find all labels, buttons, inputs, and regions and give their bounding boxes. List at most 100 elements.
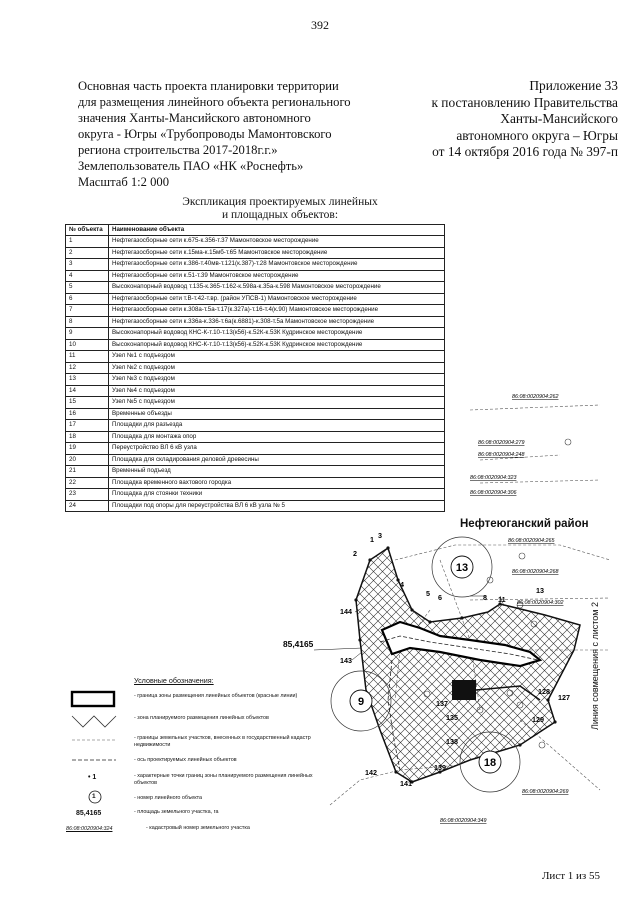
cadastral-number: 86:08:0020904:279 (478, 440, 524, 446)
cadastral-number: 86:08:0020904:262 (512, 394, 558, 400)
legend-text: - зона планируемого размещения линейных … (134, 715, 269, 721)
point-label: 8 (483, 593, 487, 602)
legend-row-points: • 1 - характерные точки границ зоны план… (70, 770, 330, 790)
sheet-label: Лист 1 из 55 (541, 870, 600, 882)
legend-row-cadastral: 86:08:0020904:324 - кадастровый номер зе… (66, 822, 330, 842)
title-block: Основная часть проекта планировки террит… (78, 78, 378, 190)
legend-text: - граница зоны размещения линейных объек… (134, 693, 298, 699)
legend-symbols (70, 690, 117, 804)
caption-line: и площадных объектов: (221, 209, 339, 221)
object-name-cell: Площадки под опоры для переустройства ВЛ… (108, 499, 445, 512)
point-label: 143 (340, 656, 352, 665)
object-label-18: 18 (484, 757, 496, 769)
title-line: Землепользователь ПАО «НК «Роснефть» (78, 159, 304, 173)
legend-circle-symbol: 1 (92, 793, 96, 800)
cadastral-number: 86:08:0020904:269 (522, 789, 568, 795)
page-number: 392 (311, 18, 329, 32)
appendix-line: автономного округа – Югры (456, 127, 618, 143)
object-label-9: 9 (358, 696, 364, 708)
object-name-cell: Нефтегазосборные сети к.675-к.356-т.37 М… (108, 235, 445, 248)
legend-title: Условные обозначения: (134, 676, 214, 685)
title-line: округа - Югры «Трубопроводы Мамонтовског… (78, 127, 332, 141)
point-label: 5 (426, 589, 430, 598)
point-label: 135 (446, 713, 458, 722)
sheet-join-label: Линия совмещения с листом 2 (590, 602, 600, 730)
object-number-circles (349, 555, 502, 774)
legend-text: - площадь земельного участка, га (134, 809, 219, 815)
caption-line: Экспликация проектируемых линейных (182, 196, 378, 208)
point-label: 128 (538, 687, 550, 696)
scale-line: Масштаб 1:2 000 (78, 175, 170, 189)
point-label: 137 (436, 699, 448, 708)
title-line: региона строительства 2017-2018г.г.» (78, 143, 278, 157)
title-line: значения Ханты-Мансийского автономного (78, 111, 311, 125)
appendix-line: к постановлению Правительства (431, 94, 618, 110)
pipeline-corridor (380, 620, 543, 668)
object-label-13: 13 (456, 562, 468, 574)
appendix-line: Приложение 33 (529, 78, 618, 93)
title-line: Основная часть проекта планировки террит… (78, 79, 339, 93)
cadastral-number: 86:08:0020904:349 (440, 818, 486, 824)
point-label: 129 (532, 715, 544, 724)
point-label: 1 (370, 535, 374, 544)
point-label: 139 (434, 763, 446, 772)
legend-row-area: 85,4165 - площадь земельного участка, га (70, 806, 330, 826)
area-label: 85,4165 (283, 639, 314, 649)
cadastral-number: 86:08:0020904:323 (470, 475, 516, 481)
point-label: 6 (438, 593, 442, 602)
point-label: 2 (353, 549, 357, 558)
cadastral-number: 86:08:0020904:302 (517, 600, 563, 606)
title-line: для размещения линейного объекта региона… (78, 95, 351, 109)
appendix-block: Приложение 33 к постановлению Правительс… (358, 78, 618, 161)
planned-zone (355, 546, 581, 783)
pad-connector (475, 685, 541, 701)
legend-point-symbol: • 1 (88, 774, 97, 781)
legend-row-axis: - ось проектируемых линейных объектов (70, 754, 330, 774)
point-label: 141 (400, 779, 412, 788)
cadastral-number: 86:08:0020904:265 (508, 538, 555, 544)
site-pad (452, 680, 476, 700)
table-caption: Экспликация проектируемых линейных и пло… (160, 196, 400, 222)
legend-text: - границы земельных участков, внесенных … (134, 735, 311, 748)
large-object-circles (330, 536, 521, 793)
legend-area-symbol: 85,4165 (76, 810, 102, 817)
district-label: Нефтеюганский район (460, 518, 589, 530)
table-header-row: № объекта Наименование объекта (65, 224, 445, 236)
legend-text: - ось проектируемых линейных объектов (134, 757, 237, 763)
legend-row-red-lines: - граница зоны размещения линейных объек… (70, 690, 330, 710)
legend-row-object-number: 1 - номер линейного объекта (70, 792, 330, 812)
cadastral-number: 86:08:0020904:248 (478, 452, 524, 458)
pipeline-axis (387, 659, 401, 771)
header-number: № объекта (65, 224, 109, 236)
point-label: 3 (378, 531, 382, 540)
boundary-points (354, 546, 557, 784)
point-label: 138 (446, 737, 458, 746)
point-label: 127 (558, 693, 570, 702)
legend-row-zone: - зона планируемого размещения линейных … (70, 712, 330, 732)
appendix-line: Ханты-Мансийского (500, 111, 618, 126)
point-labels: 1 2 3 4 5 6 8 11 13 127 128 129 135 137 … (340, 531, 570, 788)
cadastral-number: 86:08:0020904:306 (470, 490, 516, 496)
appendix-line: от 14 октября 2016 года № 397-п (432, 144, 618, 159)
header-name: Наименование объекта (108, 224, 445, 236)
legend-cadastral-symbol: 86:08:0020904:324 (66, 826, 113, 832)
point-label: 142 (365, 768, 377, 777)
legend-text: - характерные точки границ зоны планируе… (134, 773, 313, 786)
point-label: 4 (400, 580, 404, 589)
legend-text: - номер линейного объекта (134, 795, 203, 801)
small-symbols (423, 438, 572, 749)
legend-row-parcels: - границы земельных участков, внесенных … (70, 732, 330, 752)
point-label: 144 (340, 607, 352, 616)
label-leaders (351, 595, 505, 661)
point-label: 11 (498, 595, 506, 604)
cadastral-number: 86:08:0020904:268 (512, 569, 558, 575)
